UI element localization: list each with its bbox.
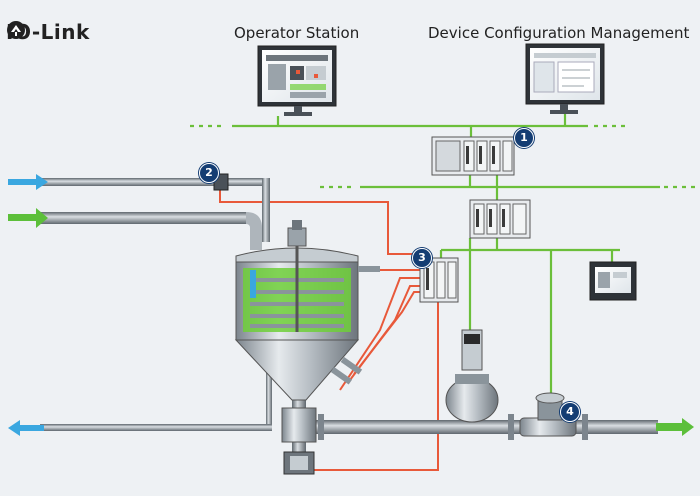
hmi-panel xyxy=(589,261,637,301)
io-link-sensor-2 xyxy=(219,190,420,255)
network-lines xyxy=(190,110,698,400)
flow-arrows xyxy=(8,174,694,436)
outlet-arrow-blue xyxy=(8,420,20,436)
device-config-label: Device Configuration Management xyxy=(428,24,690,42)
marker-4: 4 xyxy=(560,402,580,422)
operator-station-label: Operator Station xyxy=(234,24,360,42)
inlet-pipe-blue xyxy=(40,178,266,186)
io-link-bottom-device xyxy=(310,300,439,471)
bottom-valve xyxy=(281,407,317,475)
marker-1: 1 xyxy=(514,128,534,148)
inlet-arrow-green xyxy=(36,208,48,228)
marker-3: 3 xyxy=(412,248,432,268)
outlet-pipe-right xyxy=(310,420,658,434)
io-link-logo-icon xyxy=(7,21,25,39)
pump xyxy=(445,329,499,423)
inlet-pipe-green xyxy=(40,212,246,224)
pipe-flanges xyxy=(318,414,588,440)
device-config-monitor xyxy=(525,43,605,114)
marker-2: 2 xyxy=(199,163,219,183)
outlet-arrow-green xyxy=(682,418,694,436)
inlet-pipe-blue-down xyxy=(262,178,270,242)
outlet-pipe-left xyxy=(40,424,272,431)
flowmeter xyxy=(519,392,577,437)
plc-rack xyxy=(431,136,515,176)
operator-station-monitor xyxy=(257,45,337,116)
inlet-pipe-green-bend xyxy=(246,212,262,250)
io-link-valve-a xyxy=(339,277,420,391)
io-link-lines xyxy=(219,190,439,471)
process-tank xyxy=(234,220,380,401)
io-link-valve-c xyxy=(353,291,420,375)
io-link-logo: IO-Link xyxy=(6,20,90,44)
remote-io xyxy=(469,199,531,239)
inlet-arrow-blue xyxy=(36,174,48,190)
